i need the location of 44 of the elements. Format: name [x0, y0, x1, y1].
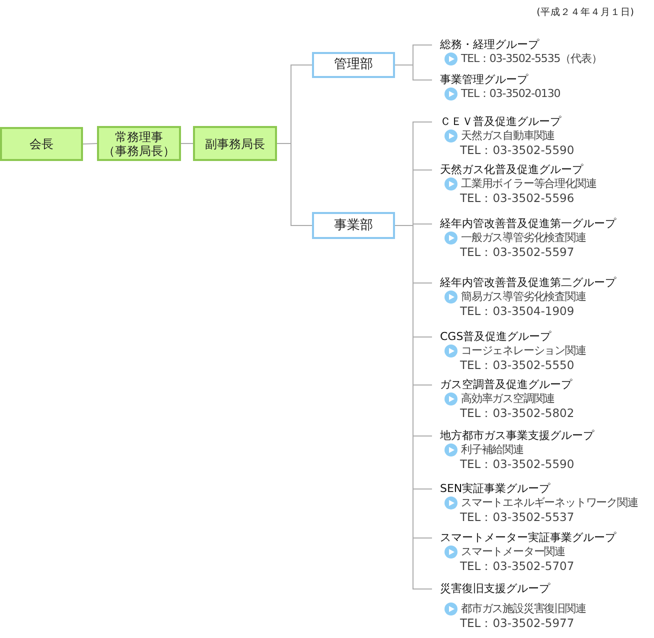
group-description: 都市ガス施設災害復旧関連 [461, 602, 586, 616]
connector-line [82, 143, 98, 144]
group-description: 高効率ガス空調関連 [461, 392, 555, 406]
group-description: スマートメーター関連 [461, 544, 566, 558]
group-name: 経年内管改善普及促進第一グループ [440, 217, 618, 230]
group-name: SEN実証事業グループ [440, 482, 552, 495]
group-description: コージェネレーション関連 [461, 344, 586, 358]
group-description: 一般ガス導管劣化検査関連 [461, 230, 586, 244]
position-box: 副事務局長 [193, 126, 277, 161]
connector-line [180, 143, 194, 144]
date-note: (平成２４年４月１日) [536, 6, 634, 19]
group-description: 利子補給関連 [461, 442, 524, 456]
phone-number: TEL：03-3502-5535（代表） [461, 52, 602, 66]
group-description: スマートエネルギーネットワーク関連 [461, 496, 638, 510]
group-name: 事業管理グループ [440, 73, 530, 86]
phone-number: TEL：03-3504-1909 [460, 304, 576, 318]
phone-number: TEL：03-3502-5597 [460, 245, 576, 259]
group-name: 天然ガス化普及促進グループ [440, 163, 584, 176]
group-name: 総務・経理グループ [440, 38, 540, 51]
group-name: CGS普及促進グループ [440, 330, 552, 343]
group-name: ＣＥＶ普及促進グループ [440, 115, 562, 128]
position-box: 常務理事（事務局長） [97, 126, 181, 161]
phone-number: TEL：03-3502-5802 [460, 406, 576, 420]
connector-line [394, 64, 432, 80]
connector-line [276, 143, 312, 226]
phone-number: TEL：03-3502-5707 [460, 559, 576, 573]
group-name: 経年内管改善普及促進第二グループ [440, 276, 618, 289]
group-name: ガス空調普及促進グループ [440, 378, 574, 391]
group-name: スマートメーター実証事業グループ [440, 531, 618, 544]
group-name: 災害復旧支援グループ [440, 582, 552, 595]
position-box: 管理部 [312, 52, 395, 78]
position-box: 会長 [0, 127, 83, 161]
group-description: 天然ガス自動車関連 [461, 128, 555, 142]
phone-number: TEL：03-3502-5537 [460, 510, 576, 524]
phone-number: TEL：03-3502-5550 [460, 358, 576, 372]
phone-number: TEL：03-3502-5590 [460, 457, 576, 471]
group-description: 工業用ボイラー等合理化関連 [461, 176, 596, 190]
group-description: 簡易ガス導管劣化検査関連 [461, 290, 586, 304]
phone-number: TEL：03-3502-5977 [460, 616, 576, 630]
phone-number: TEL：03-3502-0130 [461, 86, 560, 100]
group-name: 地方都市ガス事業支援グループ [440, 429, 596, 442]
phone-number: TEL：03-3502-5596 [460, 191, 576, 205]
phone-number: TEL：03-3502-5590 [460, 143, 576, 157]
position-box: 事業部 [312, 212, 395, 239]
